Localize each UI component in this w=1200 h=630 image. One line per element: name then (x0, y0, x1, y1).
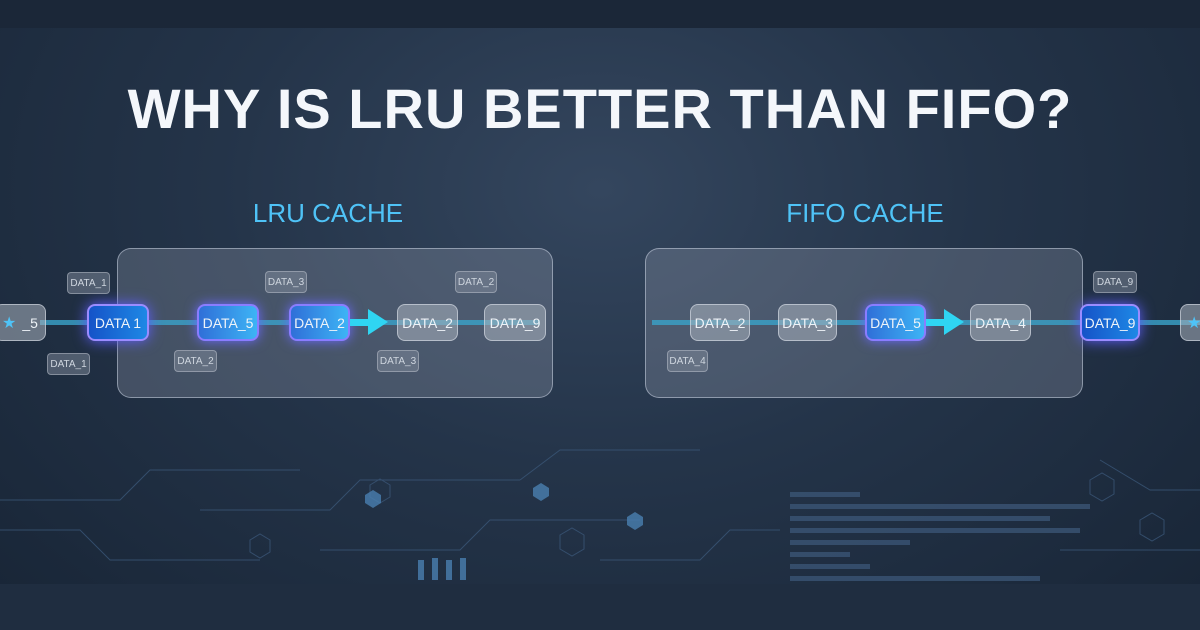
hex-node-icon (627, 512, 643, 530)
lru-tag: DATA_3 (377, 350, 419, 372)
lru-tag: DATA_2 (174, 350, 217, 372)
lru-node: DATA_9 (484, 304, 546, 341)
hex-node-icon (365, 490, 381, 508)
circuit-decoration (0, 449, 1200, 581)
fifo-node: DATA_2 (690, 304, 750, 341)
hex-node-icon (533, 483, 549, 501)
fifo-arrow-shaft (926, 319, 946, 326)
lru-arrow-shaft (350, 319, 370, 326)
fifo-node: DATA_3 (778, 304, 837, 341)
page-title: WHY IS LRU BETTER THAN FIFO? (127, 77, 1073, 140)
lru-node: DATA_2 (289, 304, 350, 341)
lru-node: DATA_5 (197, 304, 259, 341)
star-icon: ★ (1187, 314, 1200, 332)
fifo-cache-heading: FIFO CACHE (786, 198, 944, 228)
lru-tag: DATA_1 (67, 272, 110, 294)
fifo-node: DATA_9 (1080, 304, 1140, 341)
lru-entry-label: _5 (22, 314, 38, 331)
fifo-node: DATA_4 (970, 304, 1031, 341)
arrow-right-icon (368, 309, 388, 335)
lru-entry-node: ★ _5 (0, 304, 46, 341)
arrow-right-icon (944, 309, 964, 335)
lru-node: DATA 1 (87, 304, 149, 341)
lru-node: DATA_2 (397, 304, 458, 341)
fifo-tag: DATA_4 (667, 350, 708, 372)
lru-cache-heading: LRU CACHE (252, 198, 404, 228)
lru-tag: DATA_1 (47, 353, 90, 375)
lru-tag: DATA_3 (265, 271, 307, 293)
fifo-node: DATA_5 (865, 304, 926, 341)
fifo-tag: DATA_9 (1093, 271, 1137, 293)
lru-tag: DATA_2 (455, 271, 497, 293)
top-band (0, 0, 1200, 28)
fifo-exit-node: ★ (1180, 304, 1200, 341)
bottom-band (0, 584, 1200, 630)
star-icon: ★ (2, 314, 17, 332)
